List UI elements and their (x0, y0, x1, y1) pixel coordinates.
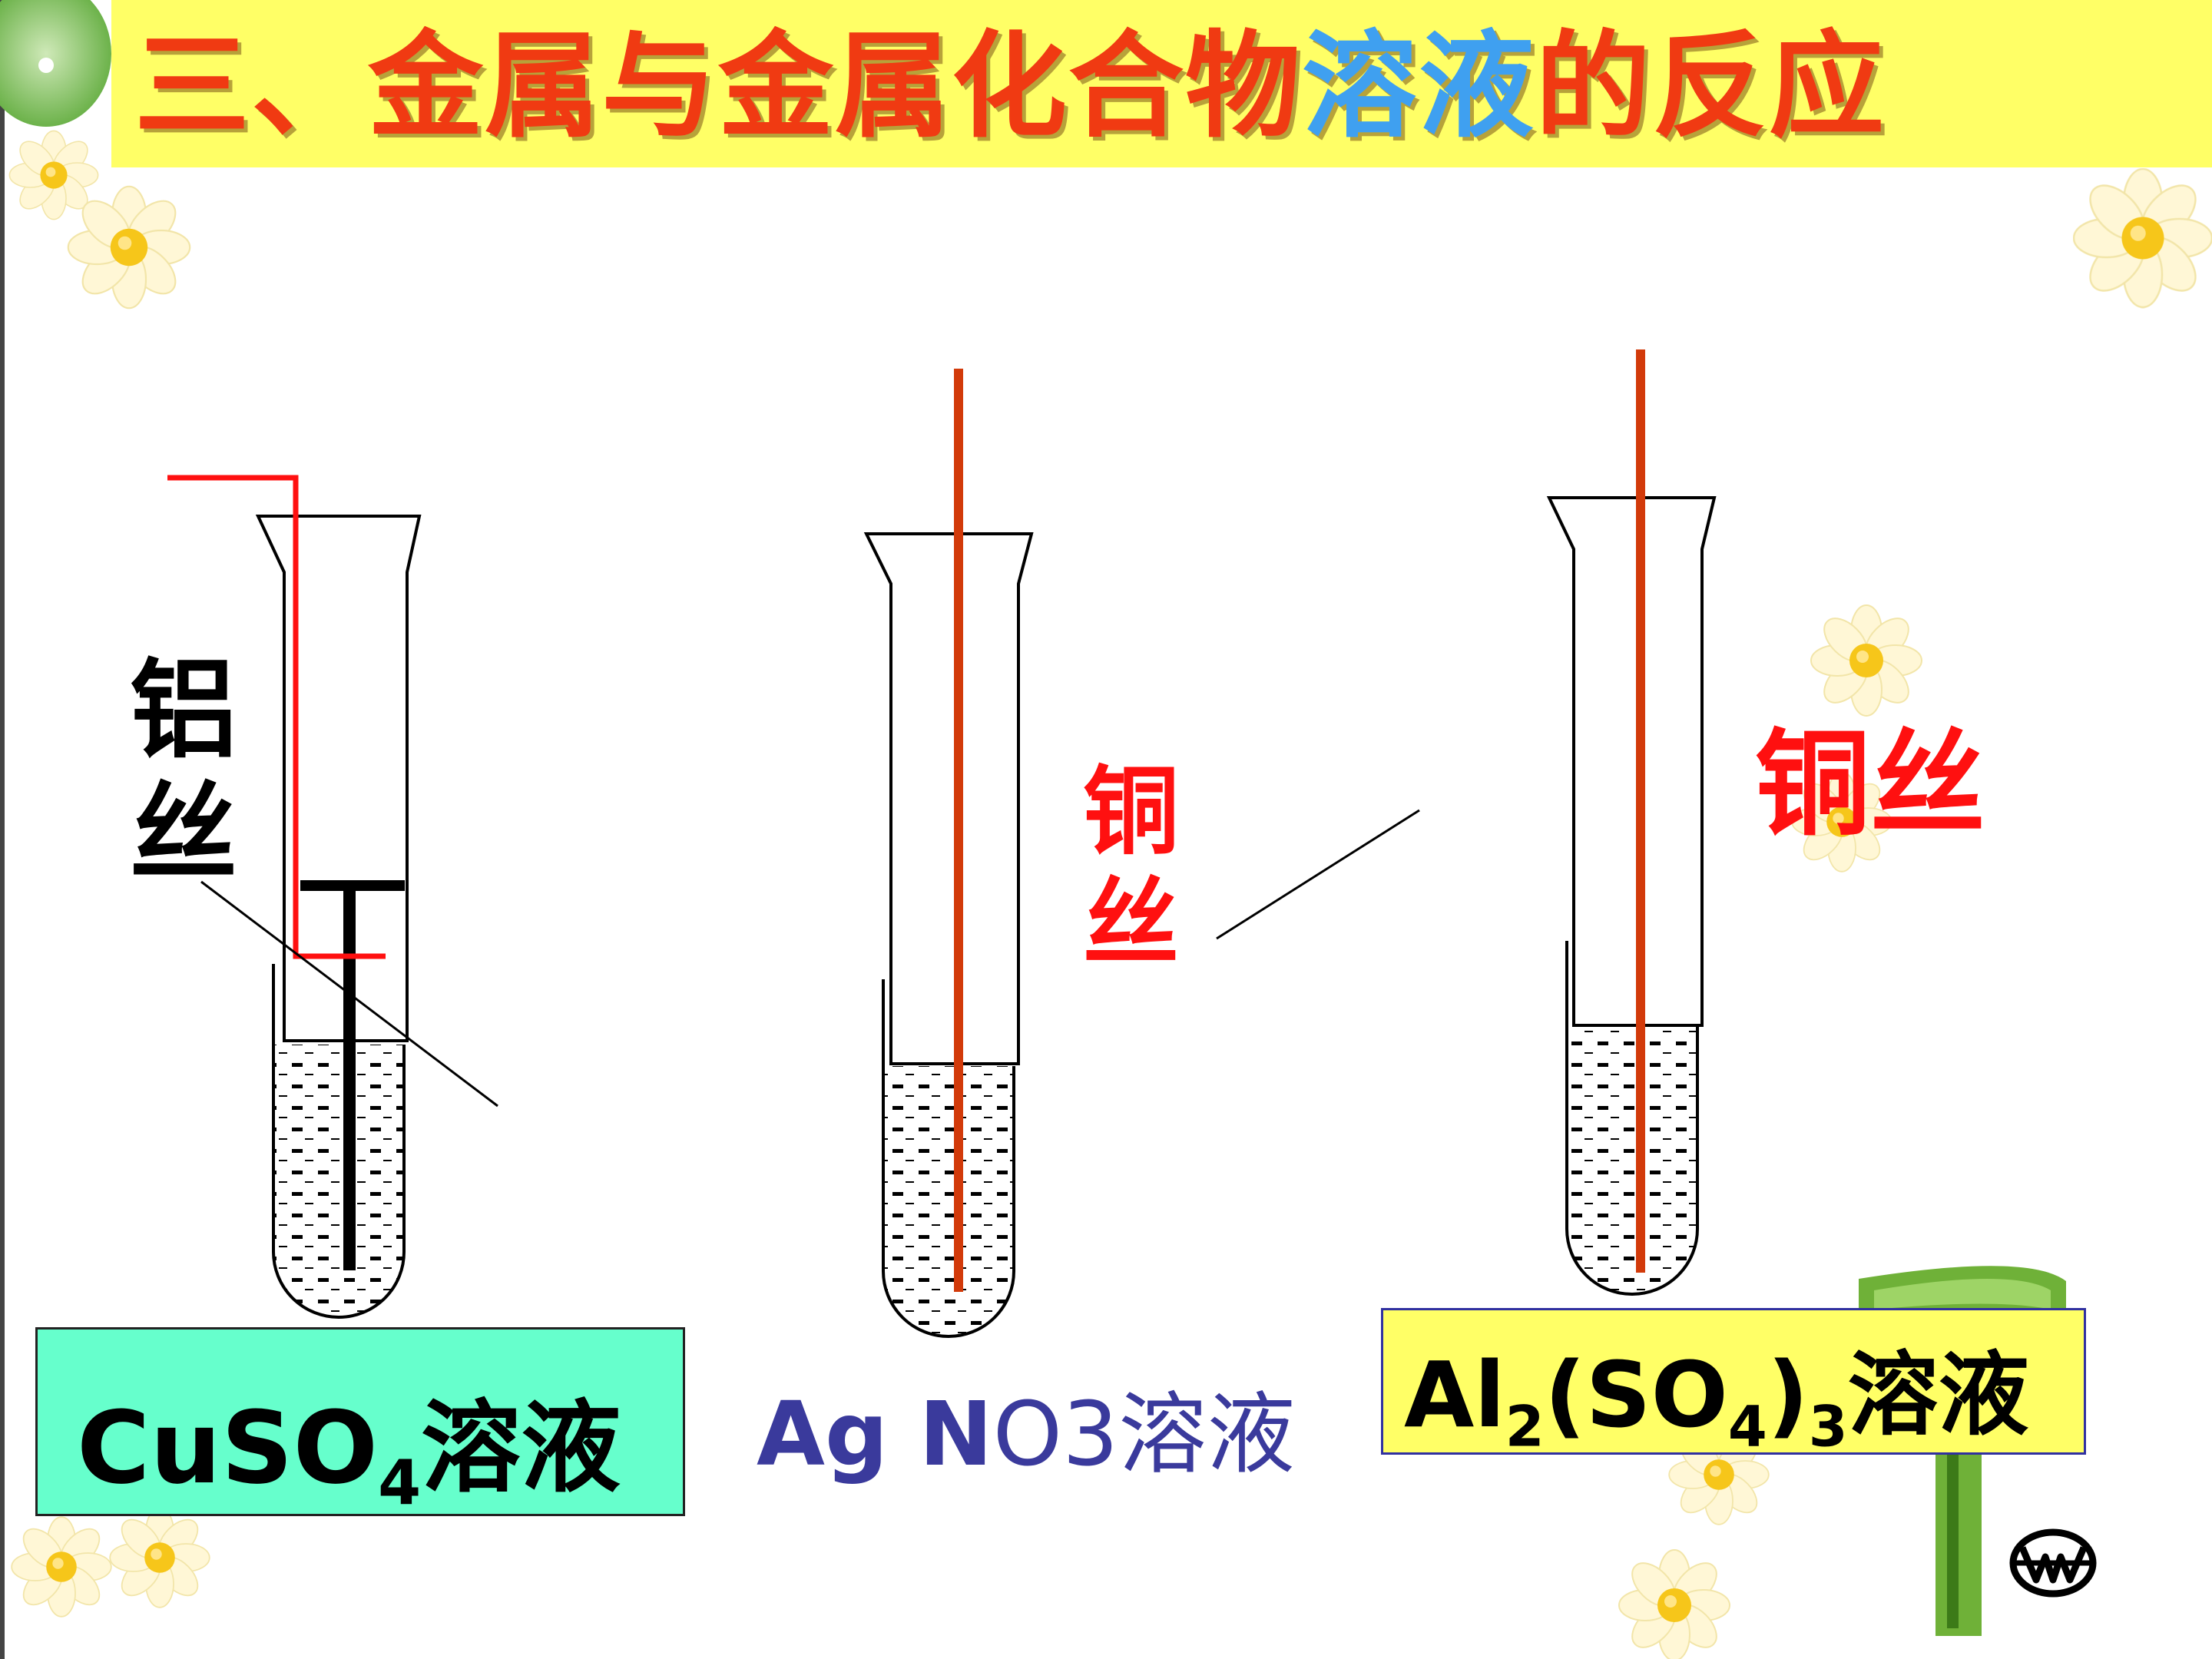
copper-label-pointer (1216, 809, 1420, 940)
cuso4-formula: CuSO (77, 1389, 379, 1506)
title-highlight: 溶液 (1302, 20, 1536, 154)
title-part1: 三、金属与金属化合物 (134, 20, 1303, 154)
copper-wire-label-2: 铜丝 (1755, 718, 1986, 852)
al2so43-part2: (SO (1544, 1342, 1728, 1448)
cuso4-suffix: 溶液 (421, 1389, 621, 1506)
al2so43-part1: Al (1404, 1342, 1505, 1448)
agno3-rest: O3溶液 (992, 1383, 1296, 1486)
al2so43-label-box (1381, 1308, 2086, 1455)
aluminum-wire-label: 铝丝 (111, 653, 237, 899)
copper-wire-2 (1636, 349, 1645, 1273)
page-title: 三、金属与金属化合物溶液的反应 (134, 14, 1886, 160)
slide-left-border (0, 0, 5, 1659)
al2so43-solution-label: Al2(SO4)3溶液 (1404, 1321, 2029, 1455)
publisher-logo-icon (2009, 1528, 2097, 1598)
cuso4-label-box (35, 1327, 685, 1516)
agno3-solution-label: Ag NO3溶液 (757, 1363, 1295, 1491)
test-tube-1 (167, 475, 498, 1319)
cuso4-subscript: 4 (378, 1447, 422, 1520)
test-tube-2 (863, 369, 1420, 1338)
copper-wire-1 (954, 369, 963, 1292)
al2so43-sub3: 3 (1808, 1394, 1848, 1460)
green-corner-decoration (0, 0, 111, 127)
al2so43-sub2: 4 (1727, 1394, 1767, 1460)
aluminum-wire (343, 880, 356, 1270)
test-tube-3 (1546, 349, 1717, 1296)
copper-wire-label-1: 铜丝 (1066, 760, 1177, 983)
al2so43-part4: 溶液 (1847, 1342, 2029, 1448)
al2so43-part3: ) (1767, 1342, 1809, 1448)
agno3-main: Ag N (757, 1383, 993, 1486)
title-part2: 的反应 (1535, 20, 1886, 154)
cuso4-solution-label: CuSO4溶液 (77, 1367, 621, 1515)
aluminum-label-pointer (200, 880, 498, 1108)
title-bar (111, 0, 2212, 167)
red-holder-wire (167, 475, 386, 959)
al2so43-sub1: 2 (1505, 1394, 1545, 1460)
